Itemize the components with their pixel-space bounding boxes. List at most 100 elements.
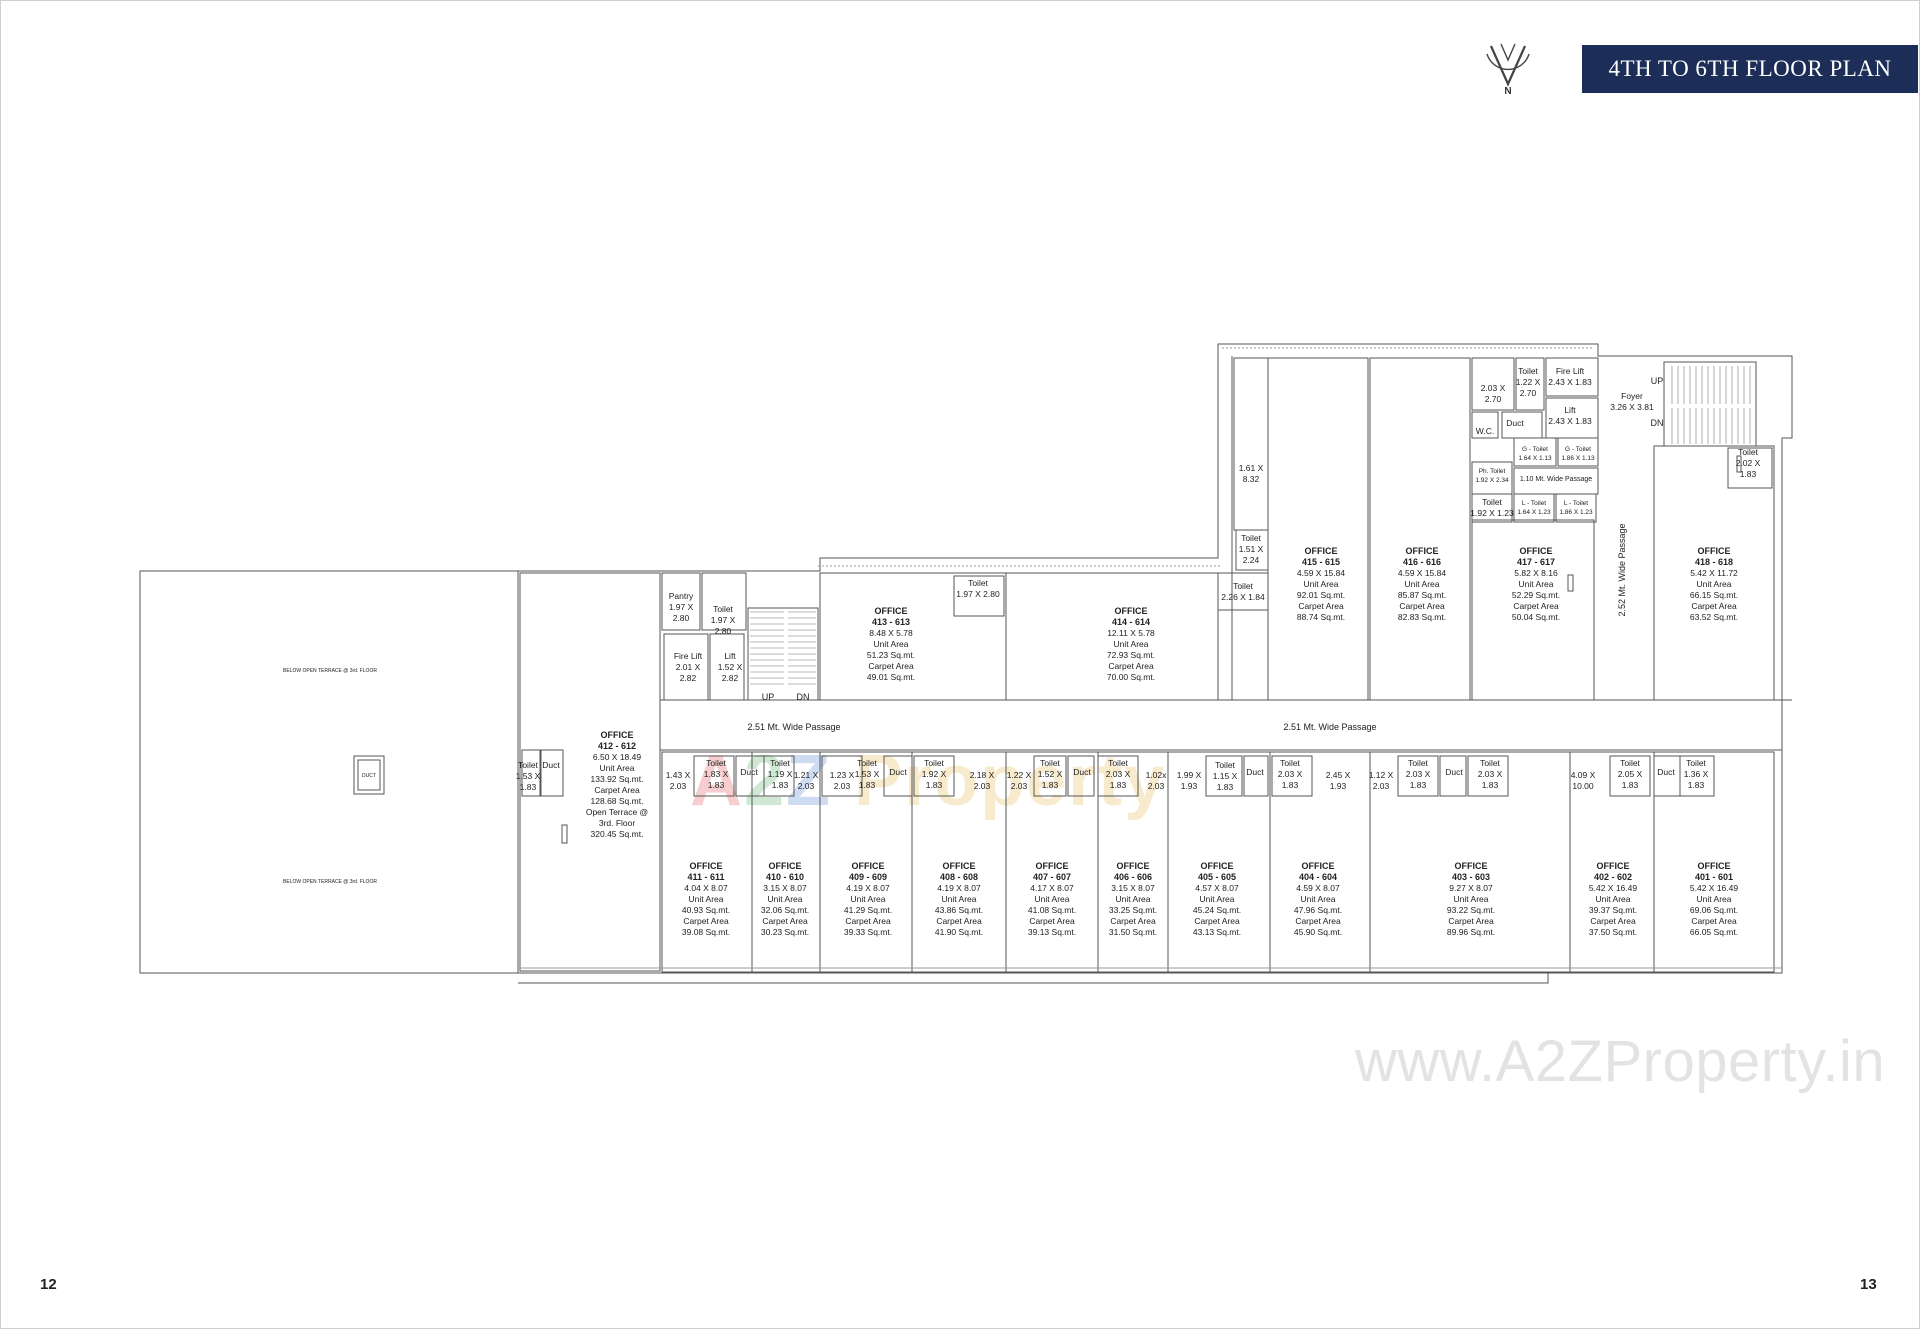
room-label: Toilet (1480, 758, 1500, 768)
room-label: Toilet (1233, 581, 1253, 591)
room-label: 2.43 X 1.83 (1548, 416, 1592, 426)
office-top-label: Carpet Area (1108, 661, 1154, 671)
office-top-label: Carpet Area (1691, 601, 1737, 611)
room-label: Toilet (770, 758, 790, 768)
watermark-logo: A2Z Property (690, 741, 1167, 821)
office-top-label: OFFICE (1698, 546, 1731, 556)
watermark-url: www.A2ZProperty.in (1355, 1029, 1886, 1094)
office-bottom-label: 32.06 Sq.mt. (761, 905, 809, 915)
room-label: 1.86 X 1.23 (1559, 509, 1593, 516)
office-bottom-label: 404 - 604 (1299, 872, 1337, 882)
office-bottom-label: 40.93 Sq.mt. (682, 905, 730, 915)
office-bottom-label: 408 - 608 (940, 872, 978, 882)
office-top-label: 413 - 613 (872, 617, 910, 627)
office-415-room (1267, 357, 1369, 701)
room-label: Toilet (1040, 758, 1060, 768)
room-label: 1.93 (1181, 781, 1198, 791)
office-bottom-label: 33.25 Sq.mt. (1109, 905, 1157, 915)
office-bottom-label: 45.90 Sq.mt. (1294, 927, 1342, 937)
room-label: 1.43 X (666, 770, 691, 780)
office-top-label: 320.45 Sq.mt. (591, 829, 644, 839)
room-label: W.C. (1476, 426, 1494, 436)
room-label: Fire Lift (674, 651, 703, 661)
passage-label: 2.51 Mt. Wide Passage (1283, 722, 1376, 732)
room-label: Duct (1073, 767, 1091, 777)
room-label: Pantry (669, 591, 694, 601)
office-bottom-label: Carpet Area (1029, 916, 1075, 926)
office-bottom-label: Carpet Area (762, 916, 808, 926)
room-label: 1.97 X (669, 602, 694, 612)
room-label: 1.83 (708, 780, 725, 790)
room-label: 2.03 X (1478, 769, 1503, 779)
office-bottom-label: Unit Area (942, 894, 977, 904)
office-top-label: 63.52 Sq.mt. (1690, 612, 1738, 622)
office-top-label: Carpet Area (1399, 601, 1445, 611)
room-label: 2.45 X (1326, 770, 1351, 780)
office-top-label: 414 - 614 (1112, 617, 1150, 627)
office-bottom-label: OFFICE (1597, 861, 1630, 871)
room-label: Toilet (1241, 533, 1261, 543)
room-label: 2.03 (670, 781, 687, 791)
stairs-up-label: UP (762, 692, 775, 702)
room-label: 1.83 (1482, 780, 1499, 790)
office-416-room (1369, 357, 1471, 701)
office-bottom-label: 409 - 609 (849, 872, 887, 882)
room-label: Toilet (857, 758, 877, 768)
room-label: 1.83 (1622, 780, 1639, 790)
office-top-label: 50.04 Sq.mt. (1512, 612, 1560, 622)
room-label: 1.21 X (794, 770, 819, 780)
room-label: Lift (724, 651, 736, 661)
office-bottom-label: 4.19 X 8.07 (937, 883, 981, 893)
office-top-label: 128.68 Sq.mt. (591, 796, 644, 806)
room-label: 1.83 (772, 780, 789, 790)
office-top-label: 5.82 X 8.16 (1514, 568, 1558, 578)
room-label: 2.03 (1373, 781, 1390, 791)
office-top-label: 412 - 612 (598, 741, 636, 751)
office-bottom-label: 43.86 Sq.mt. (935, 905, 983, 915)
office-top-label: OFFICE (1115, 606, 1148, 616)
room-label: 1.23 X (830, 770, 855, 780)
room-label: Toilet (713, 604, 733, 614)
room-label: G - Toilet (1565, 446, 1591, 453)
office-418-room (1653, 445, 1775, 701)
office-bottom-label: 4.19 X 8.07 (846, 883, 890, 893)
office-bottom-label: OFFICE (1117, 861, 1150, 871)
office-bottom-label: Carpet Area (683, 916, 729, 926)
office-top-label: OFFICE (1406, 546, 1439, 556)
office-bottom-label: 47.96 Sq.mt. (1294, 905, 1342, 915)
office-top-label: 418 - 618 (1695, 557, 1733, 567)
office-bottom-label: OFFICE (943, 861, 976, 871)
room-label: 1.53 X (516, 771, 541, 781)
room-label: 3.26 X 3.81 (1610, 402, 1654, 412)
room-label: 1.93 (1330, 781, 1347, 791)
office-bottom-label: 4.57 X 8.07 (1195, 883, 1239, 893)
office-bottom-label: OFFICE (1036, 861, 1069, 871)
room-label: 1.97 X (711, 615, 736, 625)
office-bottom-label: 69.06 Sq.mt. (1690, 905, 1738, 915)
office-top-label: 415 - 615 (1302, 557, 1340, 567)
office-top-label: OFFICE (1305, 546, 1338, 556)
office-top-label: 4.59 X 15.84 (1297, 568, 1345, 578)
room-label: Toilet (1620, 758, 1640, 768)
room-label: Toilet (968, 578, 988, 588)
room-label: Ph. Toilet (1479, 468, 1506, 475)
office-top-label: 82.83 Sq.mt. (1398, 612, 1446, 622)
room-label: 1.83 (1740, 469, 1757, 479)
office-bottom-label: 37.50 Sq.mt. (1589, 927, 1637, 937)
room-label: 1.61 X (1239, 463, 1264, 473)
room-label: 2.03 X (1481, 383, 1506, 393)
office-top-label: 49.01 Sq.mt. (867, 672, 915, 682)
room-label: Toilet (1280, 758, 1300, 768)
office-bottom-label: Unit Area (689, 894, 724, 904)
office-top-label: OFFICE (1520, 546, 1553, 556)
page-number-left: 12 (40, 1276, 57, 1293)
room-label: 2.70 (1485, 394, 1502, 404)
office-bottom-label: 93.22 Sq.mt. (1447, 905, 1495, 915)
room-label: Foyer (1621, 391, 1643, 401)
room-label: Toilet (518, 760, 538, 770)
office-top-label: OFFICE (601, 730, 634, 740)
office-top-label: 12.11 X 5.78 (1107, 628, 1155, 638)
passage-label: 1.10 Mt. Wide Passage (1520, 476, 1592, 483)
room-label: 10.00 (1572, 781, 1594, 791)
